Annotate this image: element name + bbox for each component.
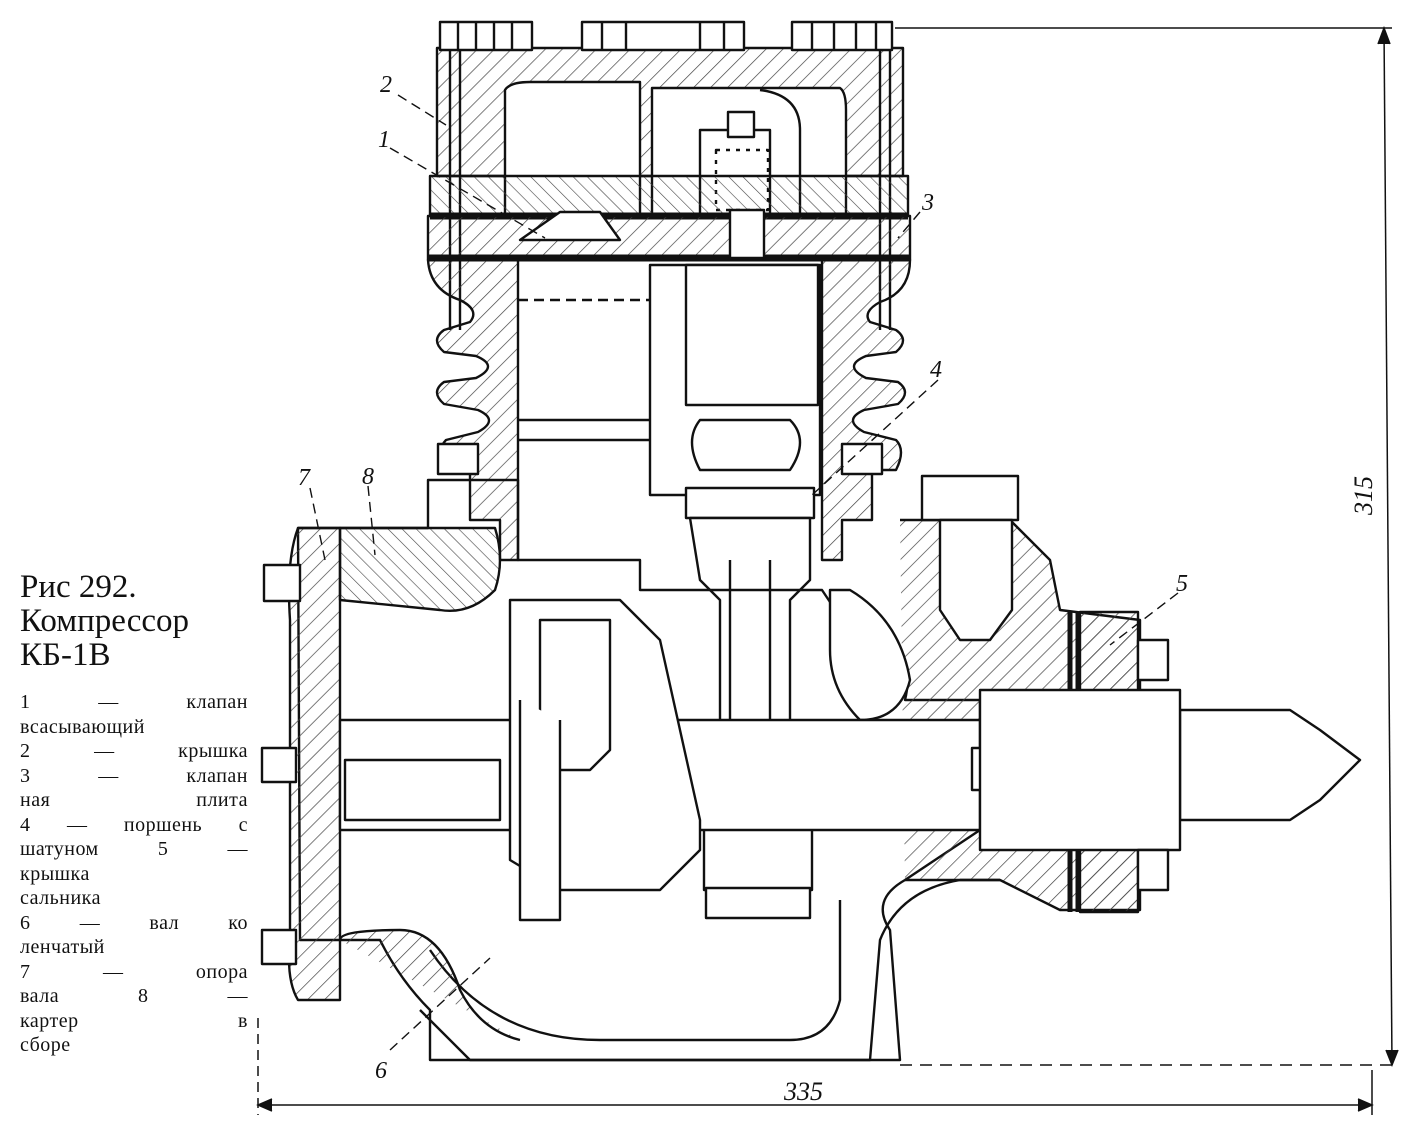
legend-line: 4 — поршень с <box>20 813 248 836</box>
legend-line: ная плита <box>20 789 248 811</box>
figure-title-line: КБ-1В <box>20 637 111 673</box>
drain-plug <box>436 442 1020 642</box>
callout-3: 3 <box>921 190 934 216</box>
legend-line: 3 — клапан <box>20 764 248 787</box>
figure-legend: 1 — клапан всасывающий 2 — крышка 3 — кл… <box>20 690 248 1058</box>
figure-title-line: Компрессор <box>20 603 190 639</box>
callout-6: 6 <box>375 1058 387 1084</box>
callout-2: 2 <box>380 72 392 98</box>
legend-line: картер в <box>20 1009 248 1032</box>
callout-7: 7 <box>298 465 311 491</box>
callout-1: 1 <box>378 127 390 153</box>
legend-line: сборе <box>20 1034 71 1056</box>
legend-line: вала 8 — <box>20 985 248 1007</box>
dimension-lines <box>256 25 1400 1115</box>
legend-line: крышка <box>20 862 90 885</box>
shaft-support <box>260 526 342 1002</box>
callout-5: 5 <box>1176 571 1188 597</box>
legend-line: 6 — вал ко <box>20 911 248 934</box>
gland-cover <box>978 610 1182 914</box>
figure-title-line: Рис 292. <box>20 569 137 605</box>
legend-line: сальника <box>20 887 101 909</box>
legend-line: 2 — крышка <box>20 740 248 762</box>
legend-line: всасывающий <box>20 715 145 738</box>
dimension-width: 335 <box>783 1077 823 1106</box>
dimension-height: 315 <box>1349 476 1378 516</box>
valve-plate <box>426 174 912 262</box>
legend-line: шатуном 5 — <box>20 838 248 860</box>
figure-title: Рис 292. Компрессор КБ-1В <box>20 570 248 672</box>
callout-4: 4 <box>930 357 942 383</box>
figure-caption: Рис 292. Компрессор КБ-1В 1 — клапан вса… <box>20 570 248 1058</box>
legend-line: 1 — клапан <box>20 691 248 713</box>
callout-8: 8 <box>362 464 374 490</box>
leader-lines <box>309 94 1179 1051</box>
legend-line: 7 — опора <box>20 960 248 983</box>
legend-line: ленчатый <box>20 936 105 958</box>
